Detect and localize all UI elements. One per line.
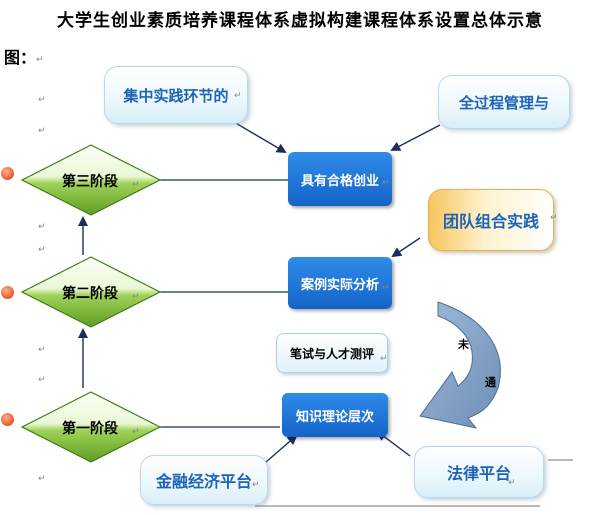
cycle-arrow-icon xyxy=(419,301,501,429)
stage-3-label: 第三阶段 xyxy=(62,174,118,190)
stage3-bullet-icon xyxy=(1,167,14,180)
stage-2-label: 第二阶段 xyxy=(62,286,118,302)
arrow-team xyxy=(391,237,421,258)
figure-label: 图： xyxy=(4,48,37,67)
paragraph-mark: ↵ xyxy=(38,222,46,232)
center-box-top: 具有合格创业 xyxy=(288,152,392,206)
paragraph-mark: ↵ xyxy=(382,178,390,188)
center-box-bottom: 知识理论层次 xyxy=(282,393,388,437)
paragraph-mark: ↵ xyxy=(38,474,46,484)
diamond-stage1 xyxy=(20,391,162,463)
paragraph-mark: ↵ xyxy=(508,478,516,488)
paragraph-mark: ↵ xyxy=(234,91,242,101)
arrow-process xyxy=(390,124,441,151)
page-title: 大学生创业素质培养课程体系虚拟构建课程体系设置总体示意 xyxy=(57,11,543,31)
cycle-char-bottom: 通 xyxy=(485,376,496,389)
stage2-bullet-icon xyxy=(1,286,14,299)
law-box: 法律平台 xyxy=(414,446,544,498)
paragraph-mark: ↵ xyxy=(252,480,260,490)
paragraph-mark: ↵ xyxy=(382,283,390,293)
center-box-middle: 案例实际分析 xyxy=(288,257,392,309)
exam-box: 笔试与人才测评 xyxy=(276,333,388,373)
paragraph-mark: ↵ xyxy=(132,427,140,437)
paragraph-mark: ↵ xyxy=(36,55,44,65)
paragraph-mark: ↵ xyxy=(550,213,558,223)
cycle-char-top: 未 xyxy=(458,338,469,351)
team-box: 团队组合实践 xyxy=(428,189,554,251)
paragraph-mark: ↵ xyxy=(132,292,140,302)
paragraph-mark: ↵ xyxy=(38,345,46,355)
paragraph-mark: ↵ xyxy=(38,126,46,136)
paragraph-mark: ↵ xyxy=(38,95,46,105)
paragraph-mark: ↵ xyxy=(132,180,140,190)
diamond-stage3 xyxy=(20,144,162,216)
stage-1-label: 第一阶段 xyxy=(62,421,118,437)
finance-box: 金融经济平台 xyxy=(140,455,268,505)
arrow-finance xyxy=(265,434,298,463)
process-box: 全过程管理与 xyxy=(438,75,570,129)
diamond-stage2 xyxy=(20,256,162,328)
paragraph-mark: ↵ xyxy=(380,354,388,364)
stage1-bullet-icon xyxy=(1,413,14,426)
practice-box: 集中实践环节的 xyxy=(104,66,248,124)
paragraph-mark: ↵ xyxy=(38,375,46,385)
paragraph-mark: ↵ xyxy=(38,245,46,255)
